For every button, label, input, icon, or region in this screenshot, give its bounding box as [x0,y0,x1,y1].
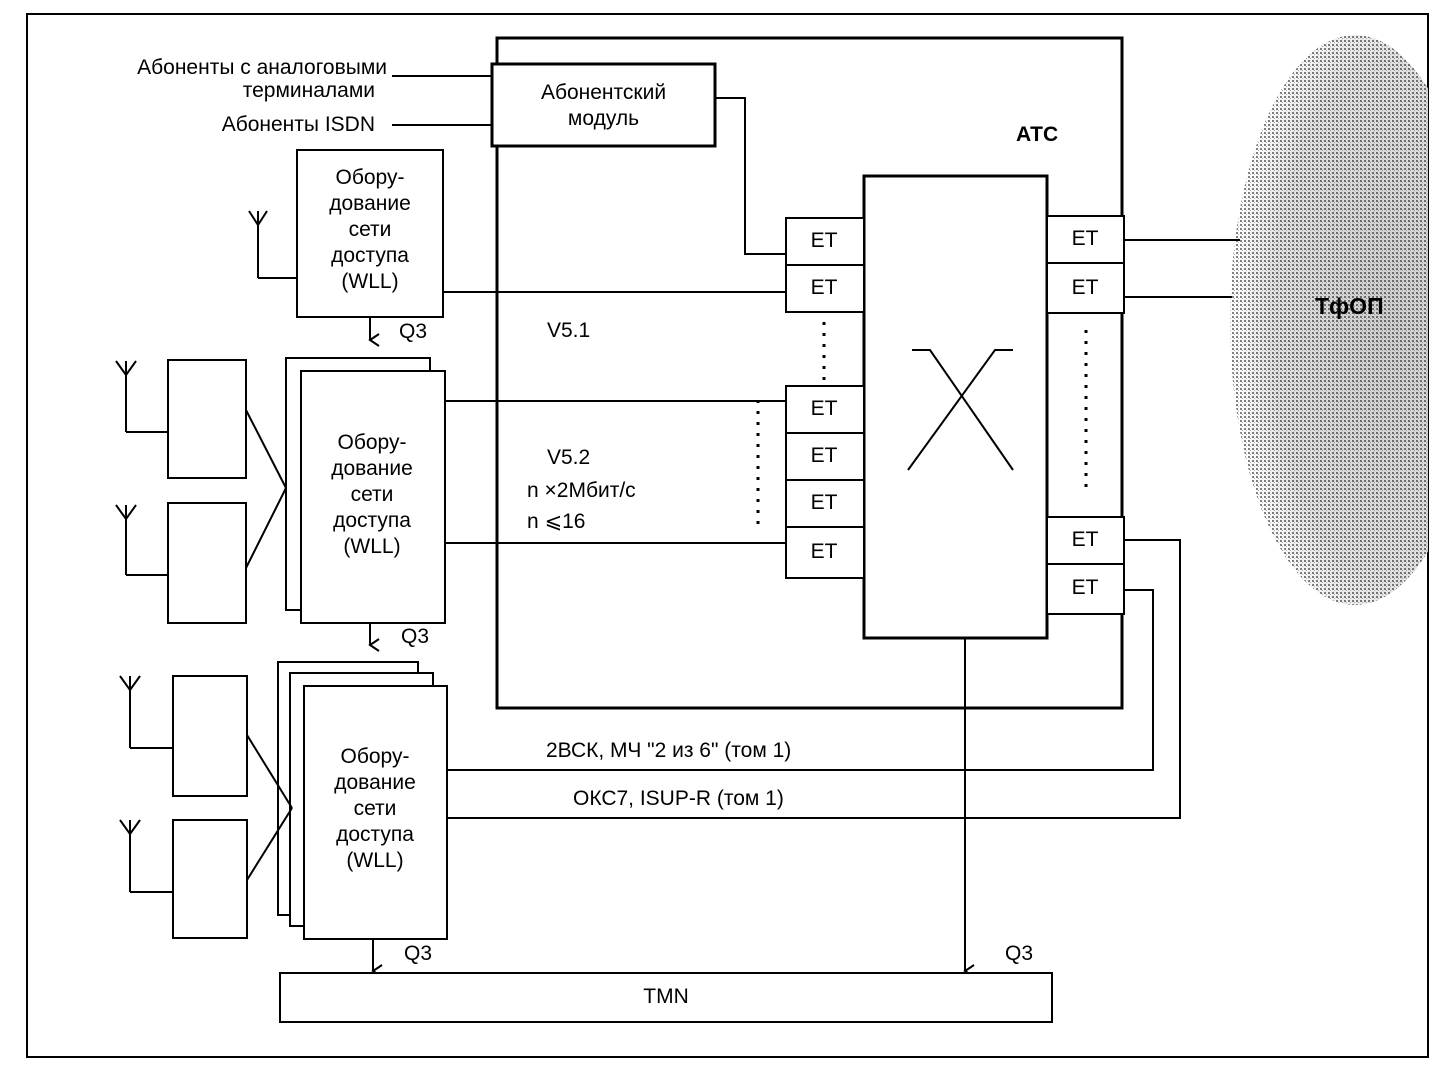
switching-field [862,174,1049,640]
et-label: ET [1071,276,1099,299]
et-label: ET [810,229,838,252]
wll-block-2-text: Обору- дование сети доступа (WLL) [299,430,445,560]
v52-limit-label: n ⩽16 [527,510,586,533]
analog-subscribers-label-line2: терминалами [242,79,375,102]
base-station-group-2 [167,359,247,624]
et-label: ET [810,491,838,514]
wll-text-line: доступа [333,509,411,532]
wll-text-line: сети [350,483,394,506]
wll-block-2 [300,370,446,624]
exchange-box [495,36,1124,710]
v52-label: V5.2 [547,446,591,469]
wll-block-3 [303,685,448,940]
left-et-group [785,217,865,579]
wll-text-line: доступа [336,823,414,846]
signalling-okc7-label: ОКС7, ISUP-R (том 1) [573,787,784,810]
wll-block-1-text: Обору- дование сети доступа (WLL) [297,165,443,295]
wll-text-line: Обору- [337,431,407,454]
et-label: ET [1071,528,1099,551]
tmn-box [279,972,1053,1023]
pstn-cloud [1230,35,1428,605]
wll-text-line: дование [329,192,411,215]
q3-arrows [368,318,975,978]
et-label: ET [810,276,838,299]
signalling-2vsk-label: 2ВСК, МЧ "2 из 6" (том 1) [546,739,792,762]
wll-text-line: дование [331,457,413,480]
v52-links [445,400,786,544]
q3-label: Q3 [404,942,433,965]
wll-block-3-text: Обору- дование сети доступа (WLL) [302,744,448,874]
pstn-label: ТфОП [1315,293,1384,319]
subscriber-module-box [490,62,717,148]
wll-text-line: сети [348,218,392,241]
et-label: ET [810,397,838,420]
pstn-trunks [1124,239,1240,298]
wll-block-1 [296,149,444,318]
analog-subscribers-label-line1: Абоненты с аналоговыми [137,56,387,79]
right-et-group [1046,215,1125,615]
wll-text-line: дование [334,771,416,794]
et-label: ET [1071,227,1099,250]
base-station-group-3 [172,675,248,939]
switch-cross-symbol [907,349,1014,471]
antenna-icon [119,675,293,893]
wll-text-line: доступа [331,244,409,267]
wll-text-line: (WLL) [346,849,404,872]
et-label: ET [810,540,838,563]
wll-text-line: Обору- [340,745,410,768]
q3-label: Q3 [401,625,430,648]
subscriber-module-line2: модуль [567,107,640,130]
wll-text-line: (WLL) [341,270,399,293]
wll-text-line: сети [353,797,397,820]
signalling-links [447,539,1181,819]
et-label: ET [810,444,838,467]
subscriber-module-line1: Абонентский [540,81,667,104]
v52-rate-label: n ×2Мбит/с [527,479,636,502]
wll-text-line: (WLL) [343,535,401,558]
tmn-label: TMN [643,985,689,1008]
antenna-icon [115,360,287,576]
subscriber-lines [392,75,786,255]
q3-label: Q3 [399,320,428,343]
q3-label: Q3 [1005,942,1034,965]
exchange-label: АТС [1016,123,1059,146]
v51-label: V5.1 [547,319,591,342]
antenna-icon [248,210,297,279]
isdn-subscribers-label: Абоненты ISDN [221,113,375,136]
wll-text-line: Обору- [335,166,405,189]
et-label: ET [1071,576,1099,599]
